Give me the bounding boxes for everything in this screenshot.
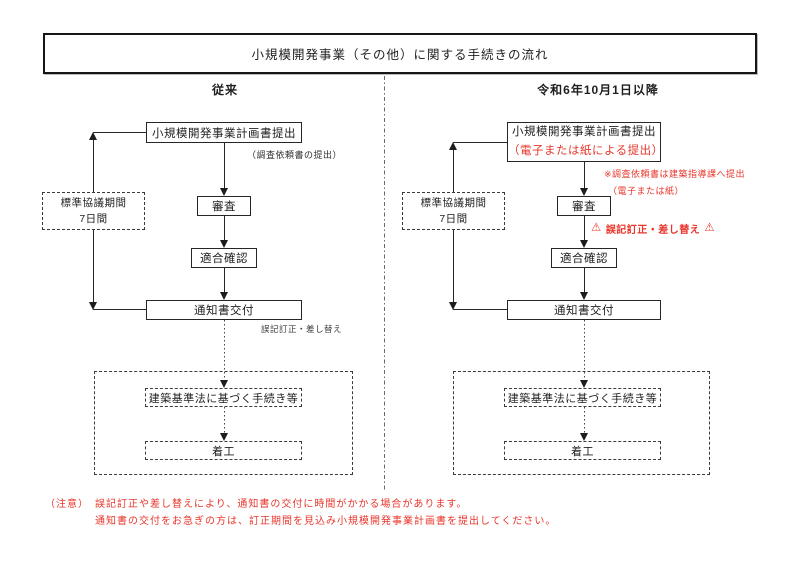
right-notice-issuance-box: 通知書交付 (507, 300, 661, 320)
right-loop-arrow-down-icon (449, 302, 457, 310)
right-loop-arrow-up-icon (449, 142, 457, 150)
left-survey-request-note: （調査依頼書の提出） (247, 150, 343, 160)
warning-label: 誤記訂正・差し替え (605, 225, 701, 236)
right-conformity-check-box: 適合確認 (551, 248, 617, 268)
period-label-line1: 標準協議期間 (420, 197, 487, 209)
right-flow-arrow-2-icon (580, 240, 588, 248)
right-column-header: 令和6年10月1日以降 (537, 83, 659, 97)
right-loop-connector-bottom (453, 309, 507, 310)
left-flow-line-2 (224, 216, 225, 241)
left-construction-start-box: 着工 (145, 441, 302, 460)
left-correction-note: 誤記訂正・差し替え (261, 324, 343, 334)
right-flow-line-1 (584, 162, 585, 189)
column-divider (384, 76, 385, 492)
right-procedure-group-box (453, 371, 710, 475)
right-dotted-arrow-2-icon (580, 433, 588, 441)
warning-icon: ⚠ (591, 221, 602, 234)
note-label: （注意） (45, 499, 89, 510)
right-dotted-line-2 (584, 407, 585, 434)
left-column-header: 従来 (211, 83, 238, 97)
left-notice-issuance-box: 通知書交付 (146, 300, 302, 320)
right-flow-arrow-3-icon (580, 292, 588, 300)
left-flow-arrow-1-icon (220, 188, 228, 196)
left-loop-arrow-down-icon (89, 302, 97, 310)
right-loop-connector-top (453, 142, 507, 143)
right-survey-request-note-1: ※調査依頼書は建築指導課へ提出 (604, 169, 746, 179)
right-survey-request-note-2: （電子または紙） (608, 186, 685, 196)
left-review-box: 審査 (197, 196, 251, 216)
note-line-1: 誤記訂正や差し替えにより、通知書の交付に時間がかかる場合があります。 (95, 499, 468, 510)
left-plan-submission-box: 小規模開発事業計画書提出 (146, 122, 302, 143)
period-label-line2: 7日間 (439, 213, 468, 225)
left-flow-line-1 (224, 143, 225, 189)
right-consultation-period-box: 標準協議期間 7日間 (402, 192, 505, 230)
right-dotted-arrow-1-icon (580, 380, 588, 388)
right-review-box: 審査 (557, 196, 611, 216)
page-title: 小規模開発事業（その他）に関する手続きの流れ (43, 33, 757, 74)
period-label-line1: 標準協議期間 (60, 197, 127, 209)
right-flow-line-3 (584, 268, 585, 293)
left-loop-connector-top (93, 132, 146, 133)
plan-box-line1: 小規模開発事業計画書提出 (512, 126, 656, 138)
left-dotted-arrow-1-icon (220, 380, 228, 388)
left-conformity-check-box: 適合確認 (191, 248, 257, 268)
right-flow-arrow-1-icon (580, 188, 588, 196)
left-consultation-period-box: 標準協議期間 7日間 (42, 192, 145, 230)
left-dotted-line-2 (224, 407, 225, 434)
warning-icon: ⚠ (704, 221, 716, 234)
right-correction-warning: ⚠ 誤記訂正・差し替え ⚠ (591, 221, 715, 236)
right-flow-line-2 (584, 216, 585, 241)
right-building-standards-box: 建築基準法に基づく手続き等 (504, 388, 661, 407)
period-label-line2: 7日間 (79, 213, 108, 225)
left-loop-arrow-up-icon (89, 132, 97, 140)
left-dotted-line-1 (224, 320, 225, 382)
right-plan-submission-box: 小規模開発事業計画書提出 （電子または紙による提出） (507, 122, 664, 162)
note-line-2: 通知書の交付をお急ぎの方は、訂正期間を見込み小規模開発事業計画書を提出してくださ… (95, 516, 557, 527)
left-flow-arrow-3-icon (220, 292, 228, 300)
left-flow-arrow-2-icon (220, 240, 228, 248)
plan-box-line2: （電子または紙による提出） (508, 145, 664, 157)
right-dotted-line-1 (584, 320, 585, 382)
left-dotted-arrow-2-icon (220, 433, 228, 441)
right-construction-start-box: 着工 (504, 441, 661, 460)
left-building-standards-box: 建築基準法に基づく手続き等 (145, 388, 302, 407)
left-loop-connector-bottom (93, 309, 146, 310)
left-procedure-group-box (94, 371, 353, 475)
left-flow-line-3 (224, 268, 225, 293)
